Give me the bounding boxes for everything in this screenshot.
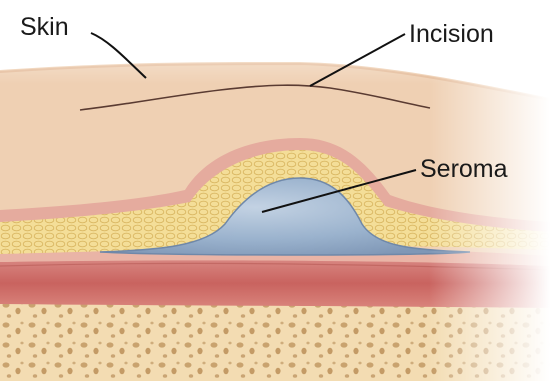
incision-label: Incision — [409, 22, 494, 47]
skin-label: Skin — [20, 15, 69, 40]
seroma-label: Seroma — [420, 157, 508, 182]
